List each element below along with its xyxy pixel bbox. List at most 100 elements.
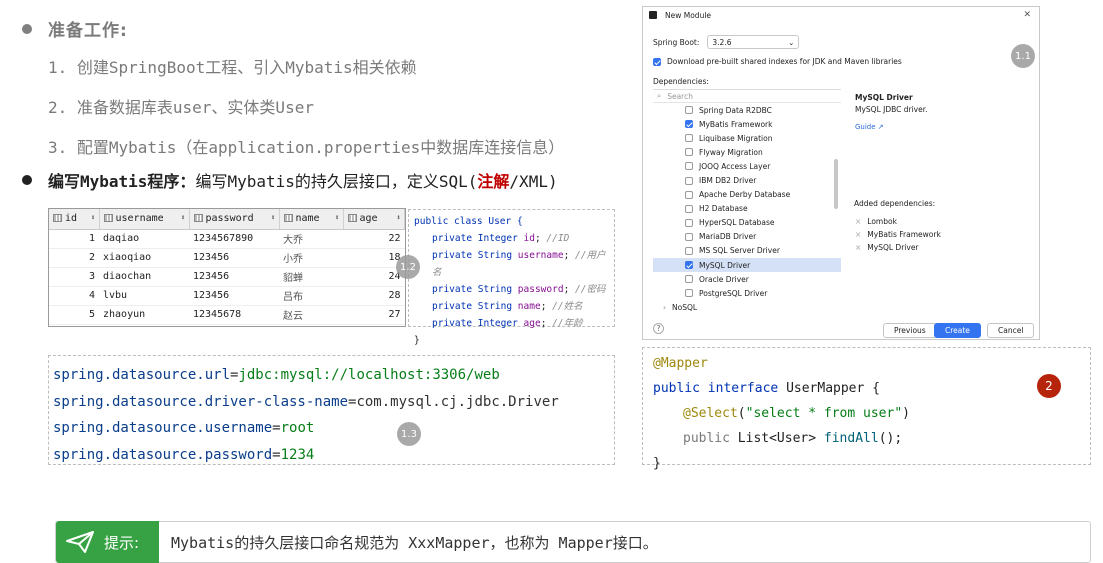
table-row[interactable]: 1 daqiao 1234567890 大乔 22	[49, 229, 405, 249]
property-line: spring.datasource.driver-class-name=com.…	[53, 393, 559, 410]
app-icon	[649, 11, 657, 19]
spring-boot-label: Spring Boot:	[653, 37, 700, 47]
column-header-name[interactable]: name⬍	[279, 209, 344, 230]
marker-2: 2	[1037, 374, 1061, 398]
dependency-search-input[interactable]: ⌕Search	[653, 90, 841, 103]
mapper-close-line: }	[653, 456, 661, 471]
sort-icon: ⬍	[180, 213, 186, 223]
dependency-item[interactable]: MS SQL Server Driver	[653, 244, 841, 258]
download-indexes-row[interactable]: Download pre-built shared indexes for JD…	[653, 57, 902, 66]
property-line: spring.datasource.url=jdbc:mysql://local…	[53, 367, 500, 383]
dependency-item[interactable]: MariaDB Driver	[653, 230, 841, 244]
dialog-title: New Module	[665, 10, 712, 20]
dependency-scrollbar[interactable]	[834, 159, 838, 209]
column-header-id[interactable]: id⬍	[49, 209, 100, 230]
added-dependency[interactable]: ×MyBatis Framework	[855, 230, 941, 239]
property-line: spring.datasource.username=root	[53, 420, 315, 436]
property-line: spring.datasource.password=1234	[53, 446, 315, 463]
cell-id: 4	[49, 286, 99, 306]
tip-bar: 提示: Mybatis的持久层接口命名规范为 XxxMapper，也称为 Map…	[55, 521, 1091, 563]
dependency-item[interactable]: Oracle Driver	[653, 272, 841, 286]
dependency-item[interactable]: Flyway Migration	[653, 145, 841, 159]
write-line: 编写Mybatis程序：编写Mybatis的持久层接口，定义SQL(注解/XML…	[48, 168, 558, 192]
mapper-annotation-line: @Mapper	[653, 356, 708, 371]
cell-password: 1234567890	[189, 229, 279, 249]
write-text-before: 编写Mybatis的持久层接口，定义SQL(	[195, 172, 478, 191]
column-header-age[interactable]: age⬍	[343, 209, 405, 230]
column-header-password[interactable]: password⬍	[189, 209, 280, 230]
spring-boot-version-value: 3.2.6	[712, 37, 732, 47]
added-dependencies-list: ×Lombok ×MyBatis Framework ×MySQL Driver	[855, 215, 941, 254]
sort-icon: ⬍	[90, 213, 96, 223]
column-header-username[interactable]: username⬍	[99, 209, 190, 230]
remove-icon[interactable]: ×	[855, 243, 862, 252]
cell-age: 28	[343, 286, 405, 306]
added-dependencies-label: Added dependencies:	[854, 199, 936, 208]
cell-username: diaochan	[99, 267, 189, 287]
help-icon[interactable]: ?	[653, 323, 664, 334]
cell-id: 5	[49, 305, 99, 325]
paper-plane-icon	[66, 531, 94, 553]
cell-name: 貂蝉	[279, 267, 343, 287]
dependency-item[interactable]: JOOQ Access Layer	[653, 159, 841, 173]
table-row[interactable]: 5 zhaoyun 12345678 赵云 27	[49, 305, 405, 325]
dependency-item[interactable]: PostgreSQL Driver	[653, 286, 841, 300]
cell-age: 18	[343, 248, 405, 268]
cell-id: 1	[49, 229, 99, 249]
cell-age: 22	[343, 229, 405, 249]
added-dependency[interactable]: ×MySQL Driver	[855, 243, 919, 252]
cell-username: xiaoqiao	[99, 248, 189, 268]
chevron-right-icon: ›	[663, 302, 666, 311]
previous-button[interactable]: Previous	[883, 323, 937, 338]
dependency-item-selected[interactable]: MySQL Driver	[653, 258, 841, 273]
guide-link[interactable]: Guide ↗	[855, 123, 884, 131]
cell-name: 小乔	[279, 248, 343, 268]
dependency-item[interactable]: Liquibase Migration	[653, 131, 841, 145]
marker-1-1: 1.1	[1011, 44, 1035, 68]
bullet-write: 编写Mybatis程序：编写Mybatis的持久层接口，定义SQL(注解/XML…	[22, 168, 558, 192]
db-table-grid: id⬍ username⬍ password⬍ name⬍ age⬍ 1 daq…	[48, 208, 406, 327]
table-row[interactable]: 2 xiaoqiao 123456 小乔 18	[49, 248, 405, 268]
step-2: 2. 准备数据库表user、实体类User	[48, 98, 314, 117]
cell-username: daqiao	[99, 229, 189, 249]
write-text-after: /XML)	[509, 172, 558, 191]
dependency-item[interactable]: Spring Data R2DBC	[653, 103, 841, 117]
step-3: 3. 配置Mybatis（在application.properties中数据库…	[48, 138, 565, 157]
download-indexes-label: Download pre-built shared indexes for JD…	[667, 57, 902, 66]
dependency-item[interactable]: Apache Derby Database	[653, 188, 841, 202]
field-line: private String password; //密码	[432, 284, 606, 295]
dependency-item[interactable]: H2 Database	[653, 202, 841, 216]
cell-password: 12345678	[189, 305, 279, 325]
sort-icon: ⬍	[396, 213, 401, 223]
remove-icon[interactable]: ×	[855, 230, 862, 239]
dependency-item[interactable]: IBM DB2 Driver	[653, 173, 841, 187]
table-row[interactable]: 3 diaochan 123456 貂蝉 24	[49, 267, 405, 287]
chevron-down-icon: ⌄	[788, 37, 795, 47]
column-icon	[283, 214, 293, 223]
write-title: 编写Mybatis程序：	[48, 172, 196, 191]
method-line: public List<User> findAll();	[683, 431, 903, 446]
create-button[interactable]: Create	[934, 323, 981, 338]
download-indexes-checkbox[interactable]	[653, 57, 661, 66]
dependency-item[interactable]: MyBatis Framework	[653, 117, 841, 131]
sort-icon: ⬍	[270, 213, 276, 223]
cancel-button[interactable]: Cancel	[987, 323, 1035, 338]
spring-boot-version-select[interactable]: 3.2.6 ⌄	[707, 35, 800, 49]
dependency-group-nosql[interactable]: ›NoSQL	[663, 302, 698, 311]
field-line: private String name; //姓名	[432, 301, 583, 312]
cell-id: 2	[49, 248, 99, 268]
tip-badge: 提示:	[56, 521, 159, 563]
remove-icon[interactable]: ×	[855, 217, 862, 226]
dependencies-label: Dependencies:	[653, 77, 709, 86]
added-dependency[interactable]: ×Lombok	[855, 217, 897, 226]
cell-username: zhaoyun	[99, 305, 189, 325]
cell-username: lvbu	[99, 286, 189, 306]
close-icon[interactable]: ✕	[1023, 10, 1031, 20]
cell-age: 24	[343, 267, 405, 287]
search-icon: ⌕	[657, 91, 662, 100]
spring-boot-row: Spring Boot: 3.2.6 ⌄	[653, 35, 800, 49]
application-properties: spring.datasource.url=jdbc:mysql://local…	[48, 355, 615, 465]
dependency-item[interactable]: HyperSQL Database	[653, 216, 841, 230]
write-text-red: 注解	[477, 172, 510, 191]
table-row[interactable]: 4 lvbu 123456 吕布 28	[49, 286, 405, 306]
